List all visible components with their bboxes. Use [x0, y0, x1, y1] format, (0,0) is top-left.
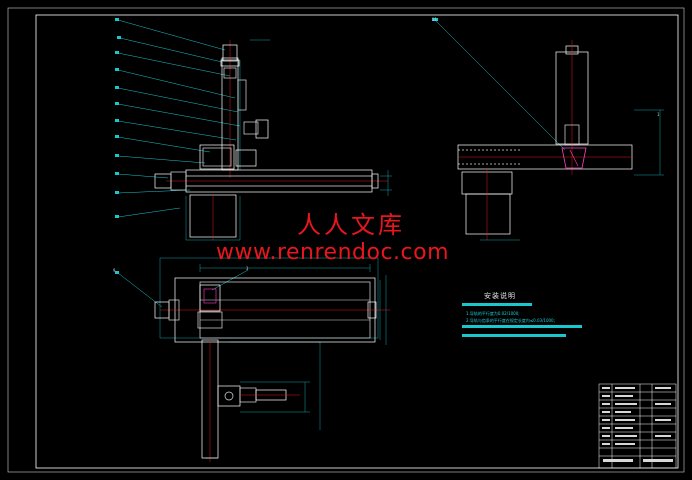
- plan-view-leader: [117, 272, 163, 308]
- plan-dimensions: [159, 257, 387, 430]
- installation-notes-title: 安装说明: [484, 292, 516, 300]
- sheet-outer-border: [7, 7, 685, 473]
- installation-note-1: 1.导轨的平行度为0.02/1000;: [466, 311, 520, 316]
- callout-top-right: 11: [432, 17, 437, 22]
- sheet-inner-border: [35, 14, 679, 469]
- callout-right-marker: 1: [657, 112, 660, 117]
- callout-plan-top: 3: [246, 266, 249, 271]
- front-dimensions: [185, 39, 392, 241]
- title-block: [598, 383, 677, 469]
- front-carriage: [199, 144, 235, 170]
- front-side-gearbox: [255, 119, 269, 139]
- plan-view: [115, 257, 390, 462]
- front-view-leaders: [117, 19, 241, 218]
- installation-note-2: 2.导轨与齿条的平行度在规定长度内≤0.03/1000;: [466, 318, 555, 323]
- front-top-motor: [222, 44, 238, 62]
- front-view-callout-dots: [115, 18, 121, 218]
- side-view-leader: [434, 19, 566, 151]
- side-view: [432, 18, 664, 241]
- watermark-brand: 人人文库: [297, 211, 405, 239]
- front-view: [115, 18, 392, 241]
- plan-gripper-assembly: [217, 385, 241, 407]
- plan-carriage: [199, 284, 221, 312]
- side-gripper: [564, 124, 580, 146]
- notes-bars: [462, 303, 582, 337]
- callout-plan-left: 9: [113, 268, 116, 273]
- watermark-url: www.renrendoc.com: [216, 240, 450, 265]
